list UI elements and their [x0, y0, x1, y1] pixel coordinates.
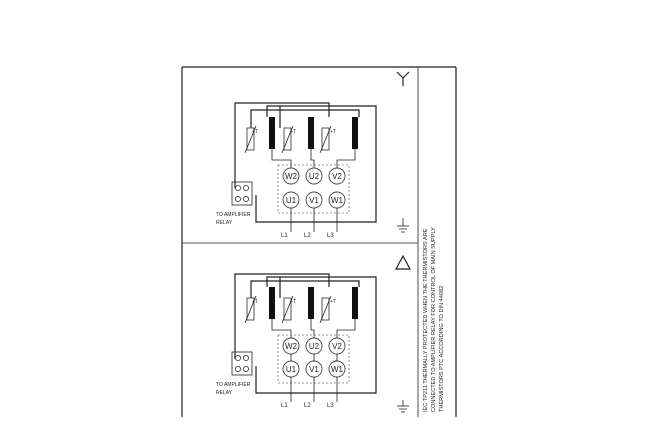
line-label-l3: L3: [327, 233, 334, 239]
winding-coil-5: [308, 287, 314, 319]
thermal-protection-note: IEC TP211 THERMALLY PROTECTED WHEN THE T…: [423, 227, 445, 412]
relay-label-line2: RELAY: [216, 220, 233, 226]
sheet-frame: [181, 66, 457, 417]
line-label-l2: L2: [304, 233, 311, 239]
terminal-label-w2: W2: [285, 172, 298, 181]
terminal-label-u1-delta: U1: [286, 365, 297, 374]
note-line-2: CONNECTED TO AMPLIFIER RELAY FOR CONTROL…: [431, 227, 437, 412]
terminal-board-delta: [277, 334, 350, 384]
thermistor-3: [319, 125, 332, 154]
terminal-label-v2: V2: [332, 172, 342, 181]
note-line-1: IEC TP211 THERMALLY PROTECTED WHEN THE T…: [423, 228, 429, 412]
terminal-label-u2: U2: [309, 172, 320, 181]
relay-label-line2-delta: RELAY: [216, 390, 233, 396]
relay-label-line1: TO AMPLIFIER: [216, 212, 251, 218]
delta-triangle-icon: [394, 254, 412, 270]
terminal-w2: [282, 167, 300, 185]
winding-coil-3: [352, 117, 358, 149]
diagram-delta: +T +T +T W2 U2 V2 U1 V1 W1 L1 L2 L3: [216, 273, 409, 413]
thermistor-2: [281, 125, 294, 154]
terminal-label-v2-delta: V2: [332, 342, 342, 351]
terminal-label-v1: V1: [309, 196, 319, 205]
thermistor-label-2: +T: [290, 129, 296, 135]
winding-coil-6: [352, 287, 358, 319]
line-label-l1: L1: [281, 233, 288, 239]
line-label-l1-delta: L1: [281, 403, 288, 409]
thermistor-1: [244, 125, 257, 154]
thermistor-label-1: +T: [252, 129, 258, 135]
earth-ground-icon: [397, 218, 409, 233]
terminal-v2: [328, 167, 346, 185]
terminal-label-u1: U1: [286, 196, 297, 205]
winding-coil-4: [269, 287, 275, 319]
terminal-label-w1-delta: W1: [331, 365, 344, 374]
thermistor-6: [319, 295, 332, 324]
terminal-label-w2-delta: W2: [285, 342, 298, 351]
terminal-board: [277, 164, 350, 214]
terminal-label-w1: W1: [331, 196, 344, 205]
thermistor-label-6: +T: [330, 299, 336, 305]
winding-coil-1: [269, 117, 275, 149]
thermistor-label-4: +T: [252, 299, 258, 305]
thermistor-label-5: +T: [290, 299, 296, 305]
terminal-u2: [305, 167, 323, 185]
terminal-label-v1-delta: V1: [309, 365, 319, 374]
thermistor-label-3: +T: [330, 129, 336, 135]
diagram-star: +T +T +T W2 U2 V2 U1 V1 W1 L1 L2 L3: [216, 102, 409, 239]
relay-terminal-block: [231, 181, 253, 206]
line-label-l3-delta: L3: [327, 403, 334, 409]
terminal-label-u2-delta: U2: [309, 342, 320, 351]
thermistor-5: [281, 295, 294, 324]
relay-terminal-block-delta: [231, 351, 253, 376]
winding-coil-2: [308, 117, 314, 149]
relay-label-line1-delta: TO AMPLIFIER: [216, 382, 251, 388]
earth-ground-icon-delta: [397, 400, 409, 413]
line-label-l2-delta: L2: [304, 403, 311, 409]
thermistor-4: [244, 295, 257, 324]
star-wye-icon: [396, 71, 410, 86]
note-line-3: THERMISTORS PTC ACCORDING TO DIN 44082: [439, 286, 445, 412]
